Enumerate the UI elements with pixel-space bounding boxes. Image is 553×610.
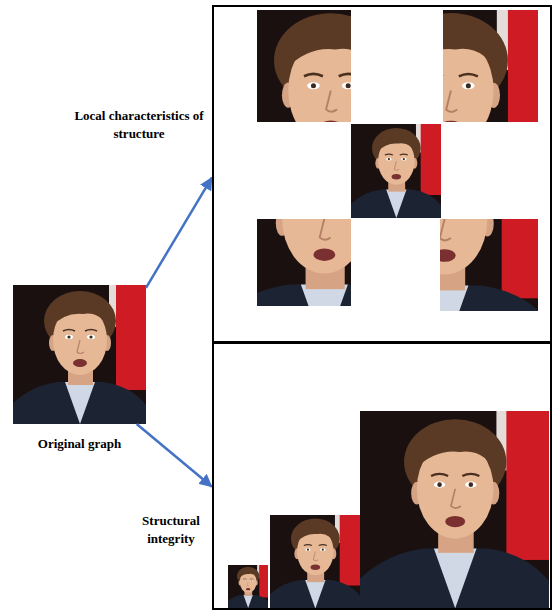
portrait: [227, 565, 268, 608]
portrait: [338, 132, 549, 352]
portrait: [351, 124, 441, 218]
image-node: Original graph: [13, 285, 146, 424]
label-text: Original graph: [3, 435, 156, 453]
scale-medium: [270, 514, 360, 608]
arrow-connector: [146, 177, 212, 287]
crop-center: [351, 124, 441, 218]
panel-box: Local characteristics of structure: [212, 5, 552, 343]
crop-bottom-left: [219, 132, 427, 350]
scale-large: [360, 411, 549, 609]
portrait: [360, 411, 549, 609]
portrait: [219, 132, 427, 350]
panel-box: Structural integrity: [212, 342, 552, 610]
scale-small: [227, 565, 268, 608]
label-text: Local characteristics of structure: [70, 107, 208, 142]
portrait: [13, 285, 146, 424]
arrow-connector: [137, 424, 212, 487]
label-text: Structural integrity: [134, 512, 208, 547]
portrait: [345, 3, 553, 223]
portrait: [270, 514, 360, 608]
original-photo: [13, 285, 146, 424]
crop-top-right: [345, 3, 553, 223]
crop-bottom-right: [338, 132, 549, 352]
